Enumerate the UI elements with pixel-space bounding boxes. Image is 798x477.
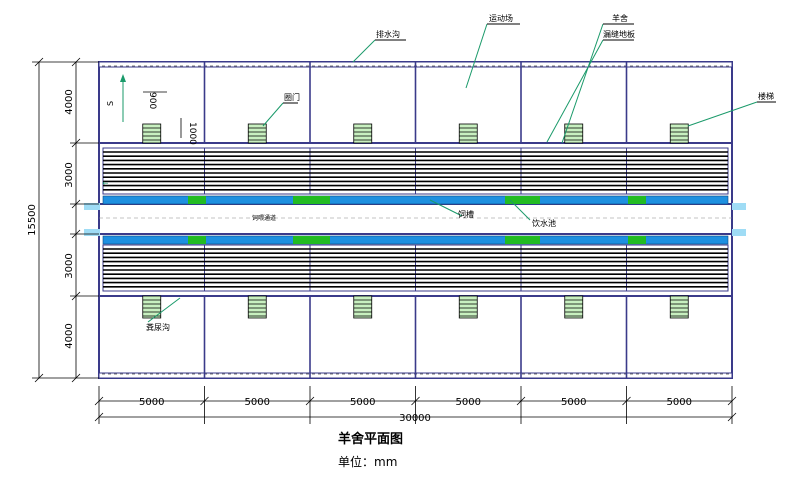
water-trough <box>188 196 206 204</box>
dim-depth-house-top: 3000 <box>64 162 75 187</box>
water-trough <box>628 196 646 204</box>
dim-tick <box>94 412 104 422</box>
left-pipe-bottom <box>84 229 100 236</box>
dim-tick <box>411 396 420 406</box>
dim-tick <box>200 396 209 406</box>
label-aisle: 饲喂通道 <box>252 214 276 222</box>
mark-arrow-head <box>120 74 126 82</box>
dim-tick <box>94 396 104 406</box>
dim-tick <box>727 396 737 406</box>
lower-house-wall <box>98 233 733 297</box>
left-pipe-top <box>84 203 100 210</box>
dim-tick <box>622 396 631 406</box>
lower-slatted-floor <box>103 248 728 288</box>
unit-label: 单位：mm <box>338 455 398 469</box>
water-trough <box>293 196 330 204</box>
label-exercise-yard: 运动场 <box>489 13 513 23</box>
door-width-label: 900 <box>147 92 157 109</box>
dim-tick <box>305 396 315 406</box>
door-stairs <box>247 123 267 144</box>
bay-width-label: 5000 <box>456 397 481 408</box>
dim-total-length: 30000 <box>399 413 431 424</box>
feed-and-water-troughs <box>102 195 729 245</box>
water-trough <box>505 196 540 204</box>
bay-width-label: 5000 <box>561 397 586 408</box>
drawing-title: 羊舍平面图 <box>338 432 404 447</box>
label-stairs: 楼梯 <box>758 91 774 101</box>
dim-depth-house-bottom: 3000 <box>64 253 75 278</box>
door-stairs <box>564 295 584 319</box>
door-stairs <box>353 123 373 144</box>
bay-width-labels: 5000 5000 5000 5000 5000 5000 <box>139 397 692 408</box>
pen-doors <box>142 123 689 319</box>
door-stairs <box>669 123 689 144</box>
feed-trough <box>102 195 729 205</box>
callout-underlines <box>283 23 776 104</box>
water-trough <box>505 236 540 244</box>
water-trough <box>293 236 330 244</box>
water-trough <box>628 236 646 244</box>
bay-width-label: 5000 <box>245 397 270 408</box>
callout-leaders <box>147 23 758 323</box>
dim-tick <box>727 412 737 422</box>
bay-width-label: 5000 <box>139 397 164 408</box>
dim-tick <box>516 396 526 406</box>
left-dimension-lines <box>32 57 99 383</box>
bay-width-label: 5000 <box>667 397 692 408</box>
door-stairs <box>353 295 373 319</box>
bottom-dimension-lines <box>94 386 737 424</box>
label-stair-mark: ↑ <box>102 180 110 186</box>
right-pipe-bottom <box>732 229 746 236</box>
label-sheep-house: 羊舍 <box>612 13 628 23</box>
right-pipe-top <box>732 203 746 210</box>
door-stairs <box>247 295 267 319</box>
upper-inner-wall <box>102 147 729 195</box>
door-stairs <box>458 123 478 144</box>
feed-trough <box>102 235 729 245</box>
label-water-trough: 饮水池 <box>532 218 556 228</box>
lower-exercise-yards <box>203 245 628 378</box>
label-manure-ditch: 粪尿沟 <box>146 322 170 332</box>
label-door: 圈门 <box>284 92 300 102</box>
lower-inner-wall <box>102 244 729 292</box>
bay-width-label: 5000 <box>350 397 375 408</box>
upper-exercise-yards <box>203 62 628 194</box>
dim-depth-yard-top: 4000 <box>64 89 75 114</box>
door-stairs <box>669 295 689 319</box>
dim-depth-yard-bottom: 4000 <box>64 323 75 348</box>
dim-total-depth: 15500 <box>27 204 38 236</box>
mark-s: S <box>106 101 115 106</box>
upper-slatted-floor <box>103 151 728 191</box>
label-drain-top: 排水沟 <box>376 29 400 39</box>
door-stairs <box>142 123 162 144</box>
door-stairs <box>458 295 478 319</box>
door-depth-label: 1000 <box>187 122 197 145</box>
water-trough <box>188 236 206 244</box>
label-slatted-floor: 漏缝地板 <box>603 29 635 39</box>
door-stairs <box>142 295 162 319</box>
label-feed-trough: 饲槽 <box>458 209 474 219</box>
